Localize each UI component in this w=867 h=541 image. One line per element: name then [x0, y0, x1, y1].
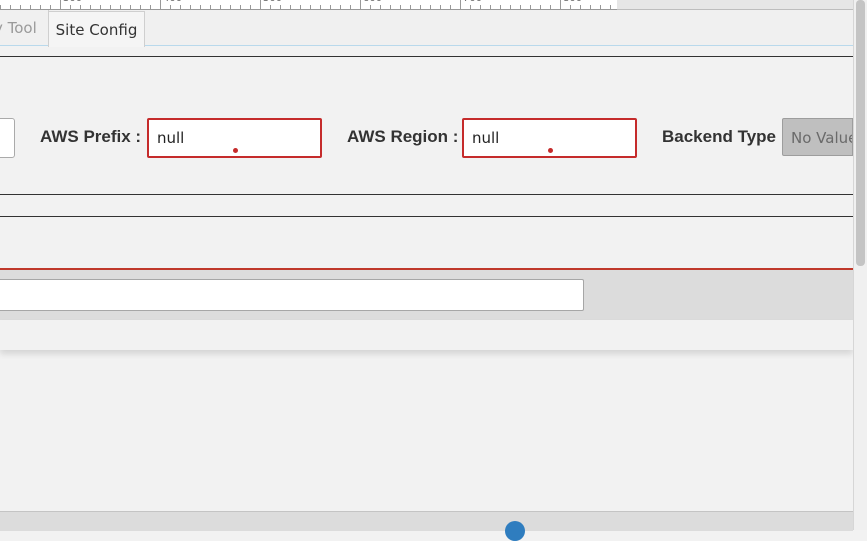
ruler-label: 600 [363, 0, 382, 4]
ruler-major-tick [460, 0, 461, 9]
ruler-minor-tick [380, 5, 381, 9]
ruler-minor-tick [0, 5, 1, 9]
ruler-minor-tick [30, 5, 31, 9]
backend-type-label: Backend Type : [662, 127, 787, 146]
ruler-minor-tick [580, 5, 581, 9]
backend-type-value: No Value [791, 129, 853, 147]
section-divider-top [0, 56, 853, 57]
ruler-minor-tick [80, 5, 81, 9]
ruler-minor-tick [20, 5, 21, 9]
ruler-major-tick [160, 0, 161, 9]
ruler-minor-tick [570, 5, 571, 9]
ruler-minor-tick [140, 5, 141, 9]
ruler-minor-tick [530, 5, 531, 9]
ruler-minor-tick [410, 5, 411, 9]
ruler-minor-tick [280, 5, 281, 9]
text-input[interactable] [0, 279, 584, 311]
ruler-minor-tick [440, 5, 441, 9]
ruler-minor-tick [70, 5, 71, 9]
panel-footer [0, 320, 853, 350]
info-icon[interactable] [505, 521, 525, 541]
ruler-minor-tick [240, 5, 241, 9]
ruler-label: 500 [263, 0, 282, 4]
ruler-minor-tick [540, 5, 541, 9]
ruler-minor-tick [110, 5, 111, 9]
ruler-minor-tick [490, 5, 491, 9]
ruler-minor-tick [370, 5, 371, 9]
section-divider [0, 194, 853, 195]
ruler-minor-tick [100, 5, 101, 9]
ruler-minor-tick [310, 5, 311, 9]
tab-tool-label: y Tool [0, 19, 37, 37]
ruler-minor-tick [330, 5, 331, 9]
ruler-minor-tick [600, 5, 601, 9]
ruler-minor-tick [350, 5, 351, 9]
ruler-minor-tick [40, 5, 41, 9]
tab-bar: y Tool Site Config [0, 10, 853, 47]
previous-field-input[interactable] [0, 118, 15, 158]
error-band [0, 268, 853, 270]
ruler: 300 400 500 600 700 800 [0, 0, 617, 10]
tab-tool[interactable]: y Tool [0, 10, 49, 44]
ruler-minor-tick [90, 5, 91, 9]
ruler-major-tick [360, 0, 361, 9]
ruler-minor-tick [200, 5, 201, 9]
aws-prefix-input[interactable]: null [147, 118, 322, 158]
ruler-label: 700 [463, 0, 482, 4]
ruler-minor-tick [250, 5, 251, 9]
ruler-minor-tick [170, 5, 171, 9]
ruler-minor-tick [190, 5, 191, 9]
ruler-minor-tick [150, 5, 151, 9]
ruler-minor-tick [450, 5, 451, 9]
ruler-major-tick [60, 0, 61, 9]
ruler-minor-tick [230, 5, 231, 9]
ruler-minor-tick [320, 5, 321, 9]
ruler-minor-tick [590, 5, 591, 9]
ruler-minor-tick [340, 5, 341, 9]
validation-dot-icon [233, 148, 238, 153]
ruler-minor-tick [270, 5, 271, 9]
ruler-minor-tick [520, 5, 521, 9]
ruler-minor-tick [420, 5, 421, 9]
ruler-minor-tick [290, 5, 291, 9]
tab-site-config[interactable]: Site Config [48, 11, 145, 47]
status-bar [0, 511, 853, 531]
aws-prefix-value: null [157, 129, 185, 147]
ruler-minor-tick [180, 5, 181, 9]
section-divider [0, 216, 853, 217]
aws-region-input[interactable]: null [462, 118, 637, 158]
ruler-label: 400 [163, 0, 182, 4]
tab-site-config-label: Site Config [55, 21, 138, 39]
ruler-minor-tick [50, 5, 51, 9]
backend-type-select[interactable]: No Value [782, 118, 853, 156]
ruler-major-tick [260, 0, 261, 9]
aws-region-value: null [472, 129, 500, 147]
ruler-minor-tick [500, 5, 501, 9]
ruler-minor-tick [120, 5, 121, 9]
ruler-major-tick [560, 0, 561, 9]
ruler-label: 300 [63, 0, 82, 4]
ruler-end-strip [617, 0, 853, 10]
ruler-minor-tick [510, 5, 511, 9]
ruler-minor-tick [470, 5, 471, 9]
ruler-minor-tick [550, 5, 551, 9]
ruler-minor-tick [400, 5, 401, 9]
scrollbar-thumb[interactable] [856, 0, 865, 266]
ruler-minor-tick [300, 5, 301, 9]
ruler-minor-tick [220, 5, 221, 9]
ruler-minor-tick [610, 5, 611, 9]
ruler-minor-tick [10, 5, 11, 9]
ruler-minor-tick [130, 5, 131, 9]
ruler-minor-tick [390, 5, 391, 9]
ruler-minor-tick [430, 5, 431, 9]
ruler-minor-tick [480, 5, 481, 9]
ruler-minor-tick [210, 5, 211, 9]
aws-prefix-label: AWS Prefix : [40, 127, 142, 146]
ruler-label: 800 [563, 0, 582, 4]
aws-region-label: AWS Region : [347, 127, 459, 146]
validation-dot-icon [548, 148, 553, 153]
